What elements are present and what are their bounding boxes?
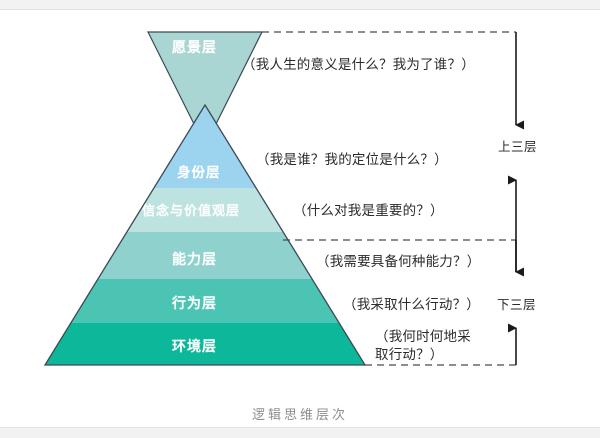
layer-label-environment: 环境层 bbox=[172, 339, 217, 355]
pyramid-outline bbox=[43, 103, 367, 366]
group-label-upper: 上三层 bbox=[498, 139, 538, 154]
window-frame-bottom bbox=[0, 427, 600, 438]
question-behavior: （我采取什么行动？） bbox=[343, 297, 480, 313]
layer-label-capability: 能力层 bbox=[172, 252, 217, 268]
question-capability: （我需要具备何种能力？） bbox=[316, 254, 481, 270]
window-frame-top bbox=[0, 0, 600, 10]
layer-shape-environment bbox=[45, 323, 365, 365]
layer-shape-identity bbox=[153, 105, 257, 188]
question-environment: （我何时何地采取行动？） bbox=[375, 329, 471, 364]
layer-shape-behavior bbox=[70, 279, 340, 323]
question-vision: （我人生的意义是什么？我为了谁？） bbox=[242, 57, 475, 73]
layer-label-vision: 愿景层 bbox=[172, 40, 217, 56]
diagram-caption: 逻辑思维层次 bbox=[251, 408, 348, 423]
layer-shape-vision bbox=[147, 31, 263, 148]
group-label-lower: 下三层 bbox=[497, 297, 537, 312]
layer-label-identity: 身份层 bbox=[177, 165, 221, 181]
layer-shape-beliefs bbox=[126, 188, 284, 232]
layer-label-behavior: 行为层 bbox=[172, 296, 217, 312]
layer-label-beliefs: 信念与价值观层 bbox=[142, 204, 241, 219]
layer-shape-capability bbox=[97, 232, 313, 279]
question-identity: （我是谁？我的定位是什么？） bbox=[256, 152, 448, 168]
question-beliefs: （什么对我是重要的？） bbox=[293, 203, 444, 219]
